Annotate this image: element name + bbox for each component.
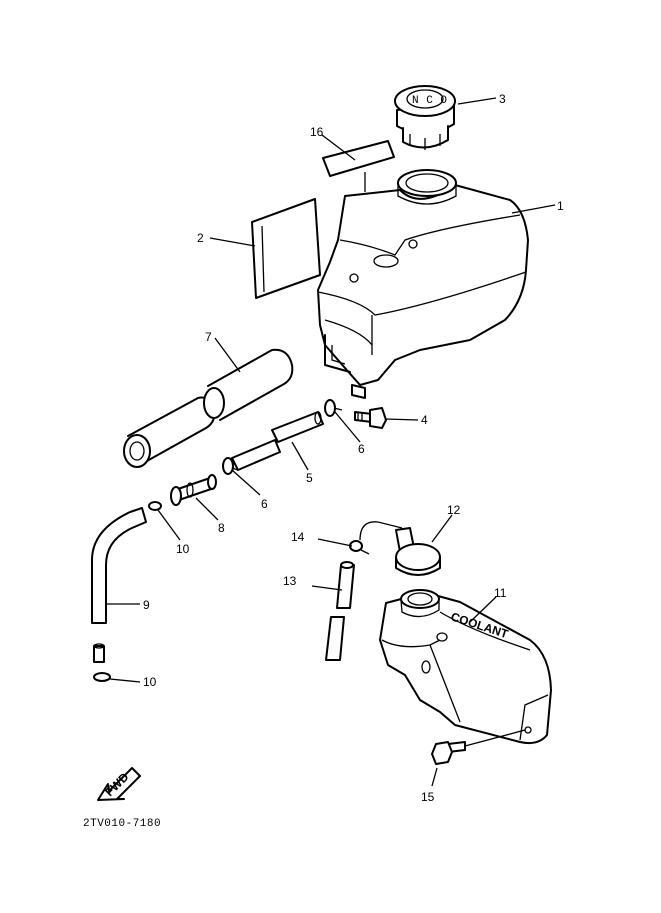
part-14-clip bbox=[349, 540, 370, 555]
callout-2: 2 bbox=[197, 231, 204, 245]
part-16-decal bbox=[322, 140, 395, 177]
callouts: 1 2 3 4 5 6 6 7 8 9 10 10 11 12 13 14 15… bbox=[143, 92, 564, 804]
part-5-hose bbox=[231, 411, 324, 471]
callout-13: 13 bbox=[283, 574, 297, 588]
part-12-reservoir-cap bbox=[359, 521, 441, 576]
callout-11: 11 bbox=[494, 586, 507, 600]
part-6-clamp-lower bbox=[222, 457, 239, 475]
part-8-pipe bbox=[170, 474, 217, 506]
part-7-sleeve bbox=[123, 348, 294, 468]
callout-12: 12 bbox=[447, 503, 461, 517]
callout-10-lower: 10 bbox=[143, 675, 157, 689]
callout-14: 14 bbox=[291, 530, 305, 544]
svg-text:N C O: N C O bbox=[412, 95, 448, 107]
callout-6-lower: 6 bbox=[261, 497, 268, 511]
callout-15: 15 bbox=[421, 790, 435, 804]
diagram-code: 2TV010-7180 bbox=[83, 818, 161, 830]
callout-10-upper: 10 bbox=[176, 542, 190, 556]
callout-9: 9 bbox=[143, 598, 150, 612]
part-3-filler-cap: N C O bbox=[394, 85, 456, 150]
fwd-arrow-icon: FWD bbox=[97, 767, 141, 801]
part-9-bent-hose bbox=[91, 507, 147, 663]
part-4-bolt bbox=[354, 407, 387, 429]
callout-7: 7 bbox=[205, 330, 212, 344]
callout-8: 8 bbox=[218, 521, 225, 535]
callout-4: 4 bbox=[421, 413, 428, 427]
callout-1: 1 bbox=[557, 199, 564, 213]
part-2-pad bbox=[251, 198, 321, 299]
part-10-clamp-upper bbox=[148, 501, 162, 511]
callout-3: 3 bbox=[499, 92, 506, 106]
part-1-radiator-tank bbox=[317, 169, 529, 399]
part-6-clamp-upper bbox=[324, 399, 343, 417]
part-13-hose bbox=[325, 561, 355, 661]
callout-6-upper: 6 bbox=[358, 442, 365, 456]
callout-5: 5 bbox=[306, 471, 313, 485]
callout-16: 16 bbox=[310, 125, 324, 139]
part-15-bolt bbox=[431, 741, 466, 765]
leader-lines bbox=[106, 97, 556, 787]
part-10-clamp-lower bbox=[93, 672, 111, 682]
part-11-reservoir-tank: COOLANT bbox=[379, 589, 552, 745]
